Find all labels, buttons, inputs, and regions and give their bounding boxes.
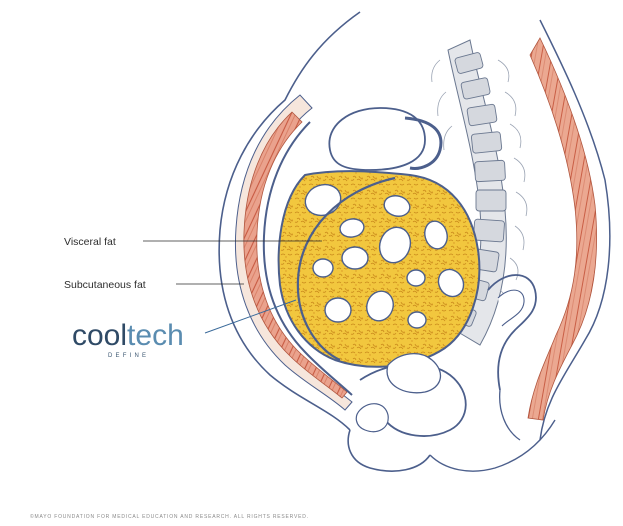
logo-tech: tech [127,319,184,352]
logo-cool: cool [72,319,127,352]
perineum-outline [500,390,520,440]
rectum-inner [498,290,524,326]
back-muscle [528,38,597,420]
uterus-bladder [387,354,440,393]
copyright-notice: ©MAYO FOUNDATION FOR MEDICAL EDUCATION A… [30,513,309,520]
label-subcutaneous-fat: Subcutaneous fat [64,279,146,291]
label-visceral-fat: Visceral fat [64,236,116,248]
svg-text:cooltech: cooltech [72,319,184,352]
thigh-outline [430,420,555,471]
logo-subtitle: DEFINE [108,353,149,359]
pubic-bone [356,404,388,432]
cooltech-logo: cooltech DEFINE [72,319,184,359]
